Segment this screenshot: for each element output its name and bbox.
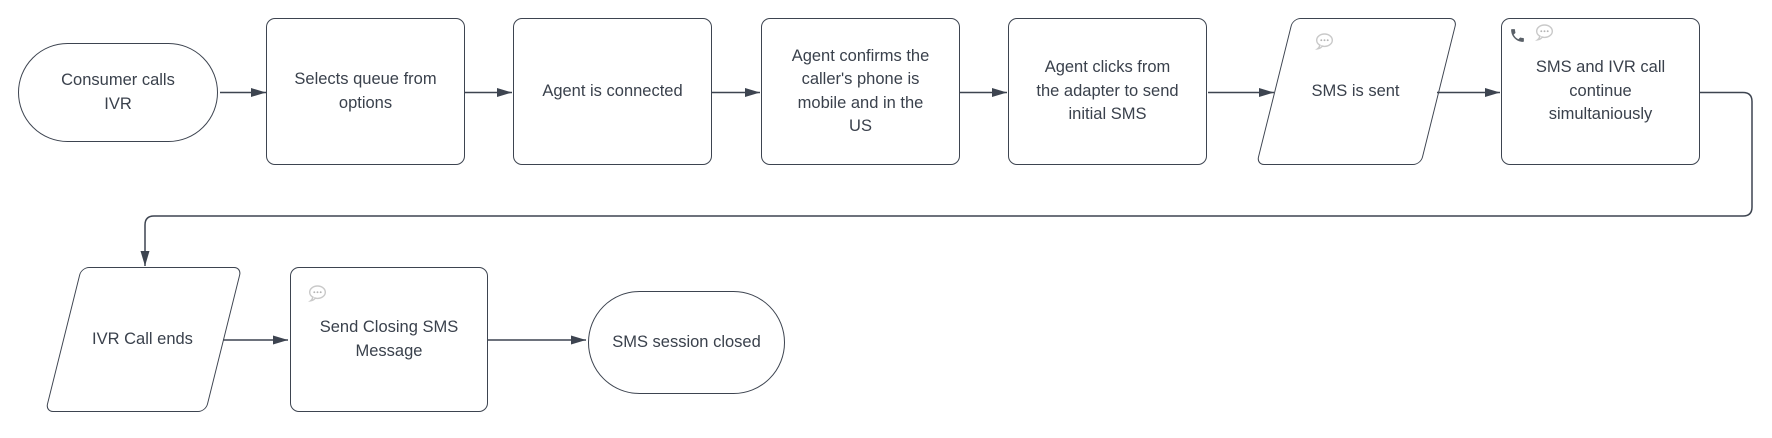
node-label: Send Closing SMS Message (319, 318, 459, 360)
node-selects-queue[interactable]: Selects queue from options (266, 18, 465, 165)
node-label: SMS session closed (612, 332, 761, 351)
node-sms-ivr-continue[interactable]: SMS and IVR call continue simultaniously (1501, 18, 1700, 165)
chat-bubble-icon (1535, 24, 1554, 41)
node-agent-confirms[interactable]: Agent confirms the caller's phone is mob… (761, 18, 960, 165)
chat-bubble-icon (308, 285, 327, 302)
node-sms-sent[interactable]: SMS is sent (1256, 18, 1458, 165)
node-ivr-call-ends[interactable]: IVR Call ends (45, 267, 243, 412)
node-label: Agent clicks from the adapter to send in… (1036, 58, 1179, 124)
node-label: Consumer calls IVR (61, 71, 175, 113)
node-sms-session-closed[interactable]: SMS session closed (588, 291, 785, 394)
node-label: SMS and IVR call continue simultaniously (1535, 58, 1666, 124)
node-agent-connected[interactable]: Agent is connected (513, 18, 712, 165)
chat-bubble-icon (1315, 33, 1334, 50)
node-label: Agent confirms the caller's phone is mob… (791, 46, 930, 136)
node-consumer-calls-ivr[interactable]: Consumer calls IVR (18, 43, 218, 142)
node-label: IVR Call ends (92, 329, 193, 348)
phone-icon (1509, 27, 1526, 44)
node-agent-clicks[interactable]: Agent clicks from the adapter to send in… (1008, 18, 1207, 165)
node-label: Selects queue from options (294, 70, 437, 112)
node-label: Agent is connected (542, 81, 683, 100)
node-send-closing-sms[interactable]: Send Closing SMS Message (290, 267, 488, 412)
node-label: SMS is sent (1311, 81, 1400, 100)
